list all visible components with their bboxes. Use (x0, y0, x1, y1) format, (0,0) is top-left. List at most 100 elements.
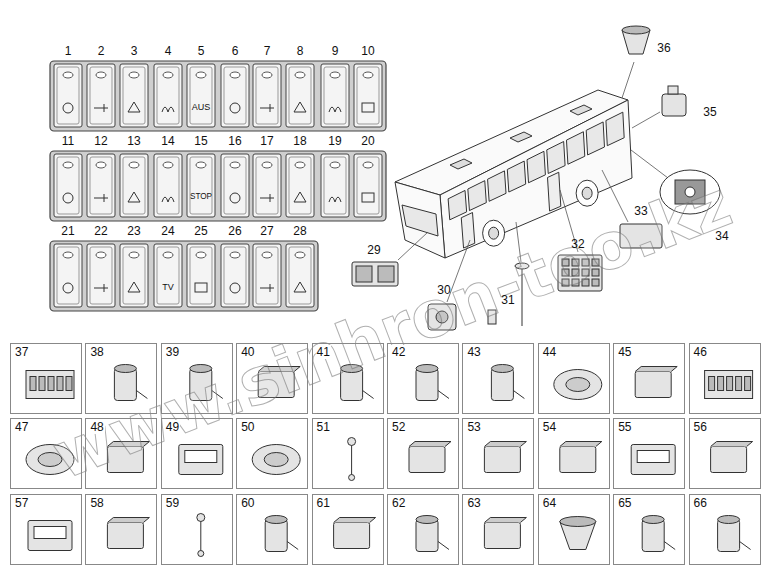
part-illustration (26, 371, 74, 399)
callout-number: 23 (118, 224, 150, 238)
callout-number: 46 (693, 345, 708, 359)
switch: 5AUS (185, 64, 217, 127)
callout-number: 20 (352, 134, 384, 148)
callout-number: 40 (240, 345, 255, 359)
part-illustration (484, 518, 526, 549)
callout-number: 51 (316, 420, 331, 434)
callout-number: 33 (634, 204, 647, 218)
switch: 24TV (152, 244, 184, 307)
part-illustration (711, 442, 753, 473)
rocker-switch (54, 64, 82, 127)
callout-number: 32 (571, 237, 584, 251)
switch: 19 (319, 154, 351, 217)
part-box: 51 (312, 418, 384, 489)
callout-number: 62 (391, 496, 406, 510)
rocker-switch (54, 244, 82, 307)
callout-number: 45 (617, 345, 632, 359)
callout-number: 1 (52, 44, 84, 58)
switch: 27 (251, 244, 283, 307)
callout-number: 18 (284, 134, 316, 148)
rocker-switch (221, 244, 249, 307)
switch: 14 (152, 154, 184, 217)
switch-panel (50, 151, 386, 221)
part-box: 57 (10, 494, 82, 565)
switch: 20 (352, 154, 384, 217)
part-box: 52 (387, 418, 459, 489)
callout-number: 64 (542, 496, 557, 510)
part-box: 58 (85, 494, 157, 565)
part-illustration (635, 367, 677, 398)
part-box: 44 (538, 343, 610, 414)
switch: 12 (85, 154, 117, 217)
rocker-switch (253, 154, 281, 217)
callout-number: 35 (703, 105, 716, 119)
part-box: 47 (10, 418, 82, 489)
part-illustration (107, 518, 149, 549)
part-box: 42 (387, 343, 459, 414)
part-box: 38 (85, 343, 157, 414)
part-illustration (631, 445, 675, 475)
callout-number: 43 (466, 345, 481, 359)
part-box: 55 (613, 418, 685, 489)
rocker-switch (221, 154, 249, 217)
callout-number: 5 (185, 44, 217, 58)
rocker-switch (120, 64, 148, 127)
part-box: 66 (689, 494, 761, 565)
switch: 7 (251, 64, 283, 127)
part-box: 48 (85, 418, 157, 489)
callout-number: 49 (165, 420, 180, 434)
callout-number: 22 (85, 224, 117, 238)
part-box: 37 (10, 343, 82, 414)
switch: 3 (118, 64, 150, 127)
callout-number: 15 (185, 134, 217, 148)
part-box: 63 (462, 494, 534, 565)
switch: 4 (152, 64, 184, 127)
callout-number: 50 (240, 420, 255, 434)
rocker-switch (120, 154, 148, 217)
callout-number: 28 (284, 224, 316, 238)
callout-number: 12 (85, 134, 117, 148)
callout-number: 66 (693, 496, 708, 510)
switch: 28 (284, 244, 316, 307)
part-illustration (179, 445, 223, 475)
part-illustration (252, 445, 300, 475)
part-box: 60 (236, 494, 308, 565)
switch: 18 (284, 154, 316, 217)
switch: 6 (219, 64, 251, 127)
rocker-switch (87, 154, 115, 217)
switch: 15STOP (185, 154, 217, 217)
callout-number: 29 (367, 243, 380, 257)
callout-number: 37 (14, 345, 29, 359)
callout-number: 19 (319, 134, 351, 148)
rocker-switch (253, 64, 281, 127)
part-illustration (334, 518, 376, 549)
part-box: 49 (161, 418, 233, 489)
callout-number: 3 (118, 44, 150, 58)
leader-line (631, 150, 668, 178)
leader-line (632, 112, 660, 128)
part-box: 43 (462, 343, 534, 414)
part-box: 45 (613, 343, 685, 414)
part-illustration (409, 442, 451, 473)
rocker-switch (253, 244, 281, 307)
callout-number: 7 (251, 44, 283, 58)
part-illustration (265, 516, 298, 552)
part-box: 41 (312, 343, 384, 414)
callout-number: 59 (165, 496, 180, 510)
switch: 2 (85, 64, 117, 127)
rocker-switch (286, 64, 314, 127)
callout-number: 6 (219, 44, 251, 58)
switch: 8 (284, 64, 316, 127)
part-box: 65 (613, 494, 685, 565)
switch: 22 (85, 244, 117, 307)
part-box: 39 (161, 343, 233, 414)
part-illustration (484, 442, 526, 473)
callout-number: 11 (52, 134, 84, 148)
callout-number: 53 (466, 420, 481, 434)
part-illustration (642, 516, 675, 552)
callout-number: 38 (89, 345, 104, 359)
rocker-switch (187, 64, 215, 127)
rocker-switch (286, 244, 314, 307)
rocker-switch (187, 244, 215, 307)
